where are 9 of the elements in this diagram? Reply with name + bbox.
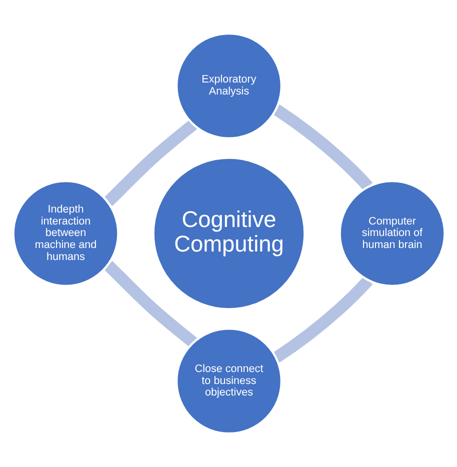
connector [103,120,197,206]
node-circle: Computer simulation of human brain [338,180,446,287]
node-circle: Cognitive Computing [152,156,306,310]
node-circle: Indepth interaction between machine and humans [12,180,119,287]
connector [272,276,372,363]
connector [272,104,372,191]
node-circle: Close connect to business objectives [174,328,282,435]
node-circle: Exploratory Analysis [174,32,282,140]
connector [103,260,197,348]
